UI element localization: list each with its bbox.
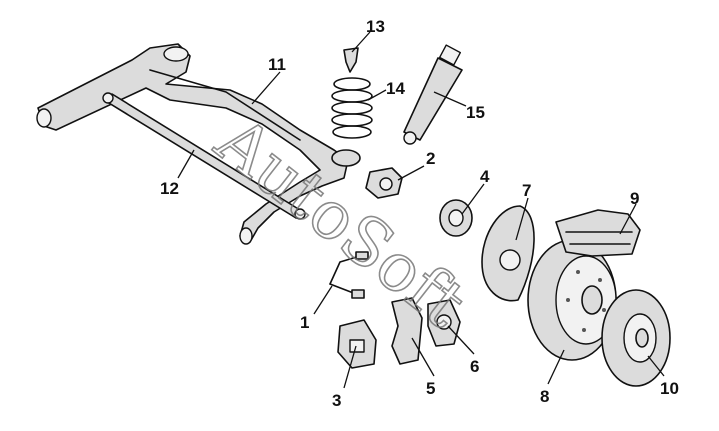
shock-absorber-part	[403, 44, 463, 145]
callout-8: 8	[540, 387, 549, 406]
callout-2: 2	[426, 149, 435, 168]
callout-5: 5	[426, 379, 435, 398]
panhard-rod-part	[102, 92, 306, 220]
wheel-part	[527, 239, 617, 361]
caliper-bracket-part	[337, 319, 377, 369]
callout-9: 9	[630, 189, 639, 208]
leader-lines	[177, 31, 665, 389]
callout-14: 14	[386, 79, 405, 98]
callout-3: 3	[332, 391, 341, 410]
callout-6: 6	[470, 357, 479, 376]
callout-12: 12	[160, 179, 179, 198]
splash-shield-part	[481, 205, 535, 302]
callout-10: 10	[660, 379, 679, 398]
callout-13: 13	[366, 17, 385, 36]
callout-4: 4	[480, 167, 490, 186]
bump-stop-part	[343, 47, 359, 73]
callout-15: 15	[466, 103, 485, 122]
callout-11: 11	[268, 55, 286, 74]
callout-7: 7	[522, 181, 531, 200]
caliper-carrier-part	[391, 297, 423, 365]
coil-spring-part	[331, 77, 373, 139]
stub-axle-part	[365, 167, 403, 199]
callout-labels: 1 2 3 4 5 6 7 8 9 10 11 12 13 14 15	[160, 17, 679, 410]
wheel-hub-part	[439, 199, 473, 237]
brake-pads-part	[427, 299, 461, 347]
trailing-arm-part	[36, 43, 361, 245]
brake-caliper-part	[555, 209, 641, 257]
brake-hose-part	[329, 251, 369, 299]
callout-1: 1	[300, 313, 309, 332]
